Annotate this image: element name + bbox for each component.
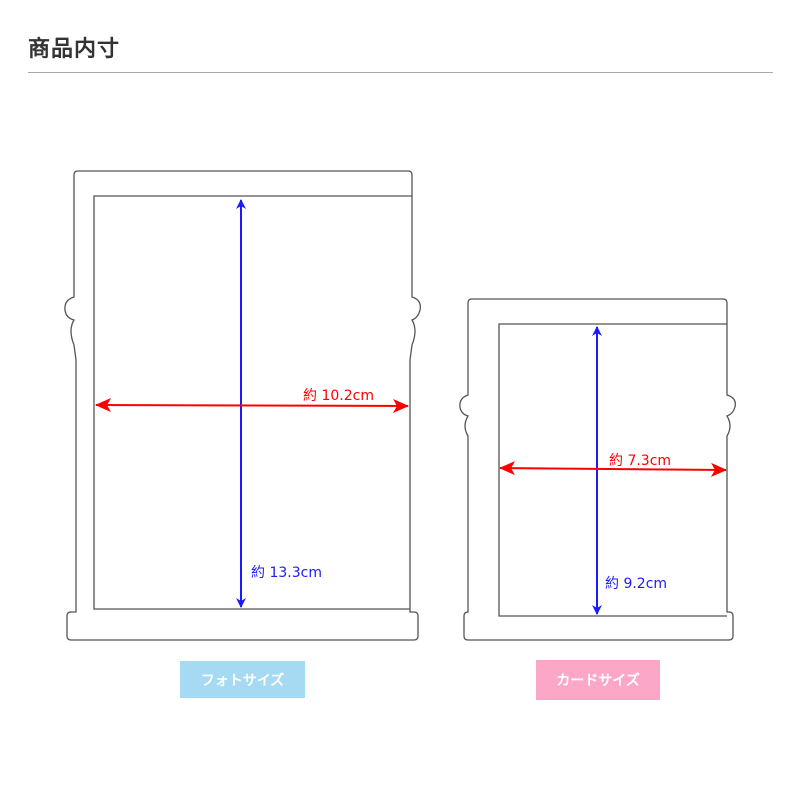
card-size-badge: カードサイズ	[536, 660, 660, 700]
title-divider	[28, 72, 773, 73]
card-height-label: 約 9.2cm	[605, 576, 667, 592]
photo-width-arrow	[95, 398, 409, 413]
photo-size-badge: フォトサイズ	[180, 661, 305, 698]
page-title: 商品内寸	[28, 37, 121, 62]
card-width-label: 約 7.3cm	[609, 453, 671, 469]
photo-width-label: 約 10.2cm	[303, 388, 374, 404]
photo-height-label: 約 13.3cm	[251, 565, 322, 581]
card-width-arrow	[499, 461, 727, 477]
photo-frame-outline	[64, 170, 421, 641]
card-frame-outline	[459, 298, 736, 641]
